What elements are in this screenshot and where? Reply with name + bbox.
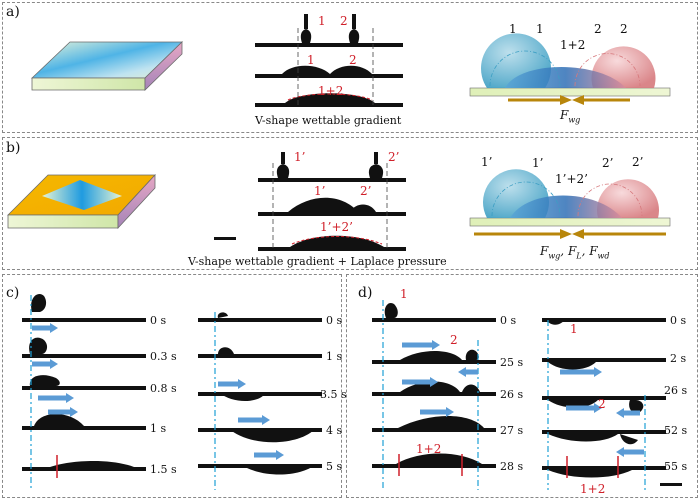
c-left-time-3: 1 s xyxy=(150,422,167,435)
panel-c xyxy=(2,274,342,498)
a-force-label: Fwg xyxy=(560,108,580,124)
strip-a-bottom xyxy=(255,93,403,107)
a-schem-label-2b: 2 xyxy=(620,22,628,36)
b-force-3-main: F xyxy=(589,244,598,258)
strip-b-top xyxy=(258,152,406,182)
b-force-2-main: F xyxy=(567,244,577,258)
panel-a-label: a) xyxy=(6,4,20,20)
d-right-label-2: 2 xyxy=(598,397,606,411)
b-drop-label-2: 2’ xyxy=(388,150,400,164)
a-drop-label-2: 2 xyxy=(340,14,348,28)
schematic-a xyxy=(469,33,671,105)
d-left-label-2: 2 xyxy=(450,333,458,347)
d-right-time-2: 26 s xyxy=(664,384,688,397)
d-right-time-4: 55 s xyxy=(664,460,688,473)
b-force-1-sub: wg xyxy=(548,251,561,261)
scale-bar-b xyxy=(214,237,236,240)
c-left-time-2: 0.8 s xyxy=(150,382,177,395)
c-right-time-2: 3.5 s xyxy=(320,388,347,401)
panel-d xyxy=(346,274,698,498)
panel-b xyxy=(2,137,698,270)
strip-a-mid xyxy=(255,65,403,78)
b-drop-label-1: 1’ xyxy=(294,150,306,164)
a-drop-label-1: 1 xyxy=(318,14,326,28)
b-merged-label: 1’+2’ xyxy=(320,220,353,234)
a-force-sub: wg xyxy=(568,115,581,125)
d-left-label-merged: 1+2 xyxy=(416,442,442,456)
panel-c-strips xyxy=(22,293,322,490)
b-mid-label-2: 2’ xyxy=(360,184,372,198)
d-right-time-0: 0 s xyxy=(670,314,687,327)
c-left-time-4: 1.5 s xyxy=(150,463,177,476)
a-schem-label-1a: 1 xyxy=(509,22,517,36)
b-schem-label-merged: 1’+2’ xyxy=(555,172,588,186)
c-right-time-4: 5 s xyxy=(326,460,343,473)
panel-c-arrows xyxy=(32,323,284,460)
b-mid-label-1: 1’ xyxy=(314,184,326,198)
d-left-label-1: 1 xyxy=(400,287,408,301)
panel-a xyxy=(2,2,698,133)
strip-a-top xyxy=(255,14,403,47)
d-left-time-0: 0 s xyxy=(500,314,517,327)
d-left-time-4: 28 s xyxy=(500,460,524,473)
a-schem-label-2a: 2 xyxy=(594,22,602,36)
strip-b-bottom xyxy=(258,235,406,251)
c-left-time-1: 0.3 s xyxy=(150,350,177,363)
b-schem-label-1a: 1’ xyxy=(481,155,493,169)
slab-b xyxy=(7,173,156,230)
schematic-b xyxy=(469,169,671,239)
panel-d-label: d) xyxy=(358,285,373,301)
panel-b-label: b) xyxy=(6,140,21,156)
c-right-time-0: 0 s xyxy=(326,314,343,327)
b-schem-label-2b: 2’ xyxy=(632,155,644,169)
d-right-label-1: 1 xyxy=(570,322,578,336)
d-left-time-3: 27 s xyxy=(500,424,524,437)
d-left-time-2: 26 s xyxy=(500,388,524,401)
b-force-3-sub: wd xyxy=(597,251,610,261)
scale-bar-d xyxy=(660,483,682,486)
c-right-time-3: 4 s xyxy=(326,424,343,437)
d-right-time-1: 2 s xyxy=(670,352,687,365)
b-schem-label-2a: 2’ xyxy=(602,156,614,170)
panel-c-label: c) xyxy=(6,285,20,301)
d-right-label-merged: 1+2 xyxy=(580,482,606,496)
b-caption: V-shape wettable gradient + Laplace pres… xyxy=(188,255,447,268)
panel-d-arrows xyxy=(402,340,644,457)
b-schem-label-1b: 1’ xyxy=(532,156,544,170)
d-right-time-3: 52 s xyxy=(664,424,688,437)
a-merged-label: 1+2 xyxy=(318,84,344,98)
a-mid-label-2: 2 xyxy=(349,53,357,67)
c-left-time-0: 0 s xyxy=(150,314,167,327)
d-left-time-1: 25 s xyxy=(500,356,524,369)
a-mid-label-1: 1 xyxy=(307,53,315,67)
b-force-2-sub: L xyxy=(576,251,582,261)
slab-a xyxy=(30,41,183,91)
strip-b-mid xyxy=(258,197,406,216)
a-caption: V-shape wettable gradient xyxy=(255,114,402,127)
a-force-main: F xyxy=(560,108,569,122)
a-schem-label-1b: 1 xyxy=(536,22,544,36)
c-right-time-1: 1 s xyxy=(326,350,343,363)
b-force-1-main: F xyxy=(540,244,549,258)
a-schem-label-merged: 1+2 xyxy=(560,38,586,52)
b-force-label: Fwg, FL, Fwd xyxy=(540,244,610,261)
panel-d-strips xyxy=(372,300,682,490)
